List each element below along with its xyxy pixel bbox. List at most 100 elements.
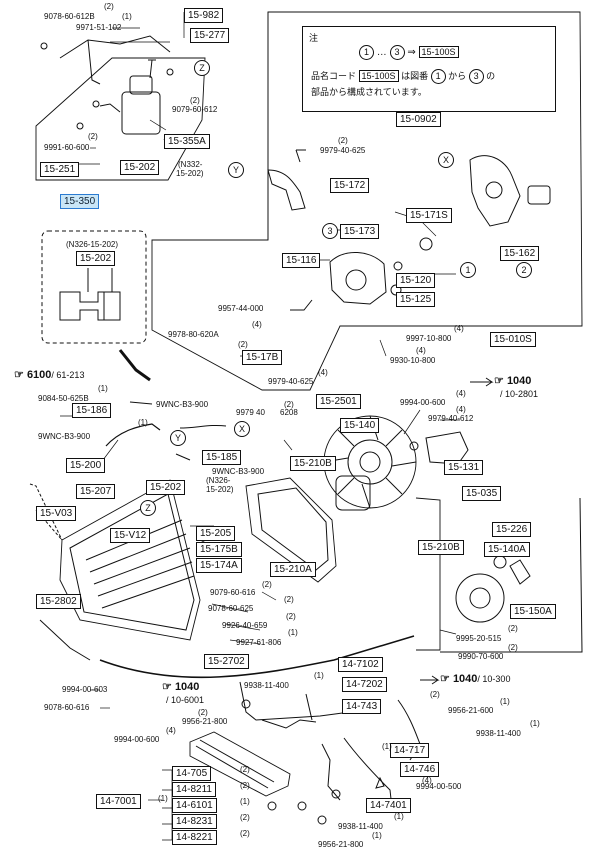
part-box[interactable]: 15-131 — [444, 460, 484, 475]
part-box[interactable]: 15-010S — [490, 332, 536, 347]
part-box[interactable]: 15-0902 — [396, 112, 441, 127]
ref-main: 1040 — [452, 673, 478, 685]
part-label: 9084-50-625B — [38, 394, 89, 403]
part-label: (1) — [240, 797, 250, 806]
part-box[interactable]: 14-7001 — [96, 794, 141, 809]
inset-label: (N326-15-202) — [66, 240, 119, 249]
part-box[interactable]: 15-116 — [282, 253, 321, 268]
part-box[interactable]: 15-205 — [196, 526, 236, 541]
part-box-selected[interactable]: 15-350 — [60, 194, 100, 209]
part-box[interactable]: 14-743 — [342, 699, 382, 714]
part-box[interactable]: 14-8221 — [172, 830, 217, 845]
part-label: (2) — [240, 813, 250, 822]
part-label: 9078-60-612B — [44, 12, 95, 21]
part-box[interactable]: 14-717 — [390, 743, 430, 758]
part-box[interactable]: 15-171S — [406, 208, 452, 223]
hand-pointer-icon: ☞ — [14, 369, 24, 381]
part-box[interactable]: 15-172 — [330, 178, 370, 193]
part-box[interactable]: 14-7102 — [338, 657, 383, 672]
ref-pointer-1040-b[interactable]: ☞ 1040 — [162, 680, 199, 693]
part-label: (2) — [240, 781, 250, 790]
ref-pointer-1040-a-sub: / 10-2801 — [500, 388, 538, 400]
part-box[interactable]: 15-150A — [510, 604, 556, 619]
part-label: 9078-60-625 — [208, 604, 254, 613]
part-box[interactable]: 15-140 — [340, 418, 380, 433]
ref-sub: / 10-300 — [477, 674, 511, 684]
part-label: (1) — [530, 719, 540, 728]
part-box[interactable]: 15-125 — [396, 292, 436, 307]
part-label: 15-202) — [206, 485, 234, 494]
part-label: 9079-60-616 — [210, 588, 256, 597]
part-box[interactable]: 15-982 — [184, 8, 224, 23]
part-label: 9990-70-600 — [458, 652, 504, 661]
part-box[interactable]: 15-202 — [120, 160, 160, 175]
part-box[interactable]: 15-185 — [202, 450, 242, 465]
part-box[interactable]: 15-251 — [40, 162, 80, 177]
note-text-d: の — [486, 71, 496, 81]
part-box[interactable]: 15-V03 — [36, 506, 77, 521]
connection-mark-x: X — [438, 152, 454, 168]
part-label: (2) — [262, 580, 272, 589]
water-pump-drawing — [267, 149, 551, 311]
ref-main: 1040 — [174, 681, 200, 693]
part-label: (2) — [508, 643, 518, 652]
part-box[interactable]: 15-120 — [396, 273, 436, 288]
part-box[interactable]: 15-202 — [146, 480, 186, 495]
part-box[interactable]: 15-202 — [76, 251, 116, 266]
ref-pointer-1040-a[interactable]: ☞ 1040 — [494, 374, 531, 387]
part-label: 9978-80-620A — [168, 330, 219, 339]
connection-mark-y: Y — [170, 430, 186, 446]
part-box[interactable]: 15-2702 — [204, 654, 249, 669]
part-label: 9079-60-612 — [172, 105, 218, 114]
part-box[interactable]: 15-226 — [492, 522, 532, 537]
part-label: (2) — [430, 690, 440, 699]
part-box[interactable]: 15-210B — [418, 540, 464, 555]
ref-main: 6100 — [26, 369, 52, 381]
part-box[interactable]: 15-210A — [270, 562, 316, 577]
note-text-n3: 3 — [468, 69, 484, 84]
note-range-part: 15-100S — [418, 46, 459, 58]
part-label: 9994-00-600 — [114, 735, 160, 744]
part-box[interactable]: 15-2802 — [36, 594, 81, 609]
part-box[interactable]: 15-173 — [340, 224, 380, 239]
part-box[interactable]: 15-140A — [484, 542, 530, 557]
note-text-e: 部品から構成されています。 — [311, 87, 427, 97]
part-box[interactable]: 15-2501 — [316, 394, 361, 409]
part-label: (1) — [394, 812, 404, 821]
ref-pointer-1040-c[interactable]: ☞ 1040/ 10-300 — [440, 672, 510, 685]
leader-lines — [60, 12, 460, 841]
note-text-b: は図番 — [401, 71, 429, 81]
part-box[interactable]: 15-207 — [76, 484, 116, 499]
part-label: 15-202) — [176, 169, 204, 178]
note-text-a: 品名コード — [311, 71, 357, 81]
part-box[interactable]: 14-705 — [172, 766, 212, 781]
part-box[interactable]: 14-6101 — [172, 798, 217, 813]
part-label: (1) — [158, 794, 168, 803]
connection-mark-z: Z — [140, 500, 156, 516]
part-label: (1) — [500, 697, 510, 706]
note-range-to: 3 — [389, 45, 405, 60]
hand-pointer-icon: ☞ — [162, 681, 172, 693]
part-label: 9926-40-659 — [222, 621, 268, 630]
part-box[interactable]: 15-210B — [290, 456, 336, 471]
part-box[interactable]: 15-186 — [72, 403, 112, 418]
part-box[interactable]: 15-355A — [164, 134, 210, 149]
part-box[interactable]: 14-8211 — [172, 782, 216, 797]
part-box[interactable]: 14-7401 — [366, 798, 411, 813]
part-box[interactable]: 15-174A — [196, 558, 242, 573]
part-box[interactable]: 15-175B — [196, 542, 242, 557]
part-box[interactable]: 15-162 — [500, 246, 540, 261]
part-label: 9078-60-616 — [44, 703, 90, 712]
part-box[interactable]: 14-746 — [400, 762, 440, 777]
part-box[interactable]: 15-277 — [190, 28, 230, 43]
part-box[interactable]: 14-8231 — [172, 814, 217, 829]
ref-pointer-6100[interactable]: ☞ 6100/ 61-213 — [14, 368, 84, 381]
part-box[interactable]: 15-200 — [66, 458, 106, 473]
part-box[interactable]: 15-035 — [462, 486, 502, 501]
part-box[interactable]: 15-17B — [242, 350, 283, 365]
part-box[interactable]: 15-V12 — [110, 528, 151, 543]
part-box[interactable]: 14-7202 — [342, 677, 387, 692]
connection-mark-z: Z — [194, 60, 210, 76]
